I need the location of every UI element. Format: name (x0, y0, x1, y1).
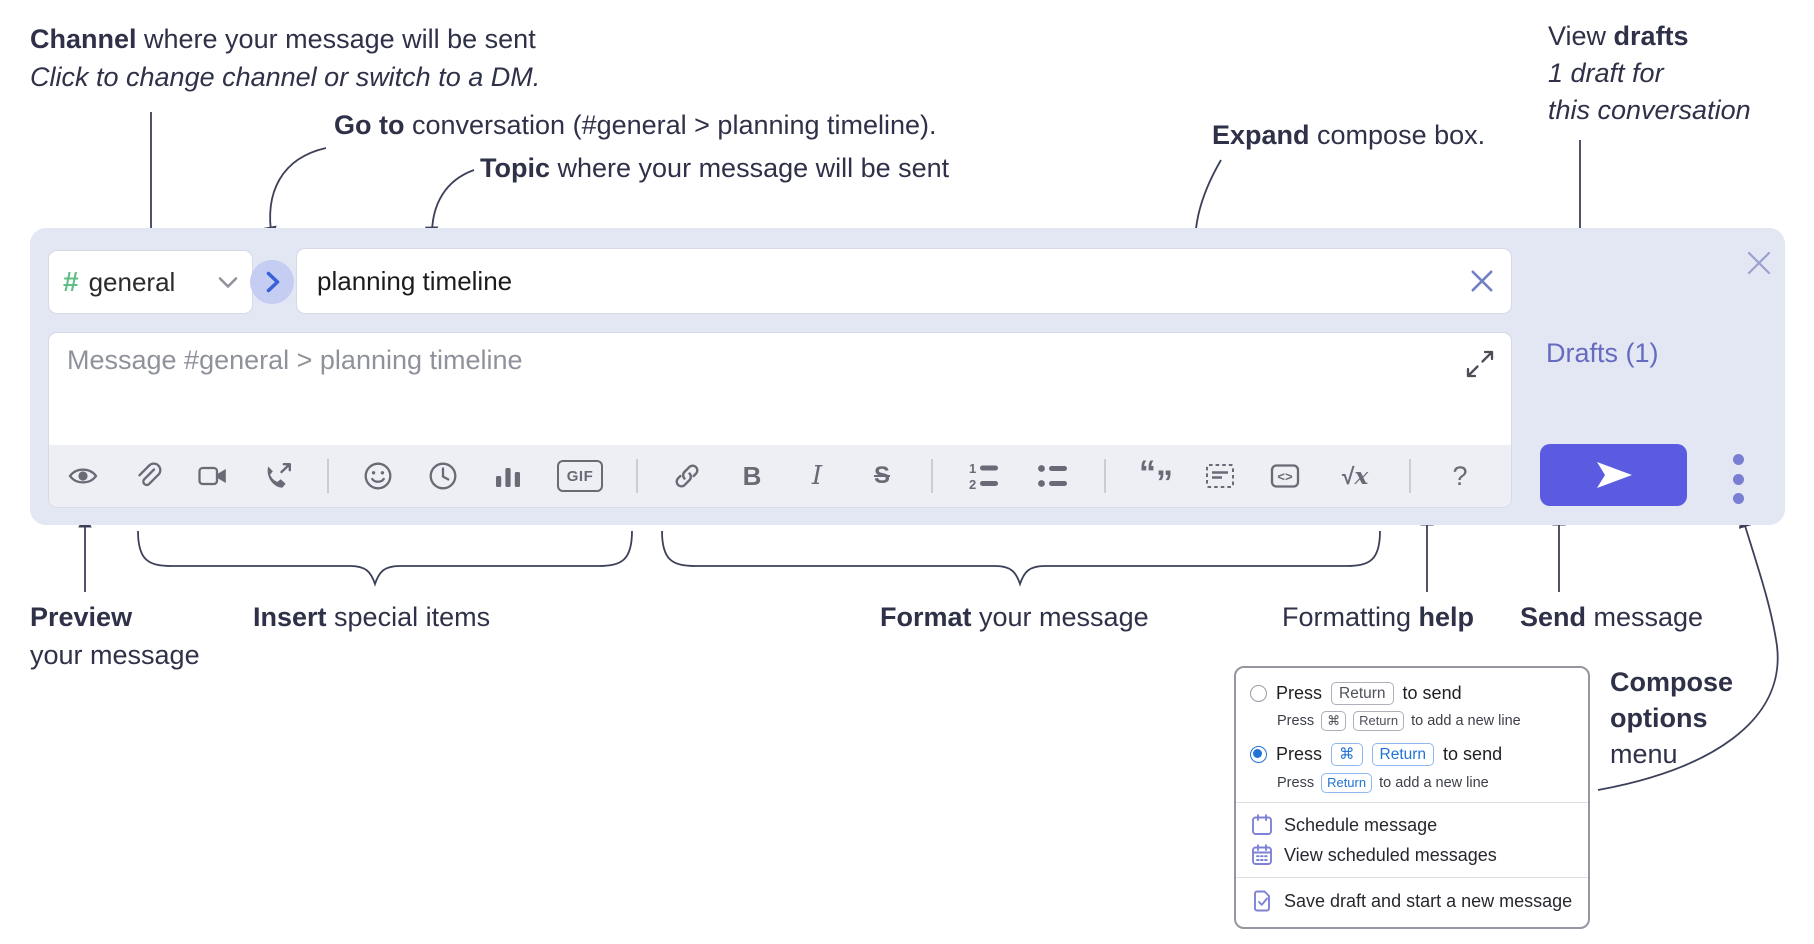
toolbar-divider (327, 459, 329, 493)
menu-item-save-draft[interactable]: Save draft and start a new message (1250, 885, 1576, 917)
strikethrough-icon[interactable]: S (866, 460, 898, 492)
channel-hash-icon: # (63, 266, 79, 297)
clear-topic-icon[interactable] (1469, 268, 1495, 294)
menu-divider (1236, 877, 1588, 878)
global-time-icon[interactable] (427, 460, 459, 492)
kbd-return: Return (1371, 742, 1435, 766)
annotation-preview: Preview your message (30, 602, 200, 670)
ellipsis-dot (1732, 454, 1744, 465)
brace-format (661, 530, 1381, 587)
calendar-grid-icon (1250, 843, 1274, 867)
menu-option-cmd-return-to-send[interactable]: Press ⌘ Return to send (1250, 738, 1576, 770)
math-icon[interactable]: √x (1334, 460, 1376, 492)
kbd-cmd: ⌘ (1331, 742, 1363, 766)
save-draft-icon (1250, 889, 1274, 913)
annotation-channel-rest: where your message will be sent (136, 24, 536, 54)
topic-input[interactable]: planning timeline (296, 248, 1512, 314)
menu-divider (1236, 802, 1588, 803)
message-formatting-help-icon[interactable]: ? (1444, 460, 1476, 492)
annotation-expand: Expand compose box. (1212, 120, 1486, 150)
chevron-right-icon (266, 271, 280, 293)
annotation-send: Send message (1520, 602, 1704, 632)
svg-text:<>: <> (1277, 469, 1293, 484)
video-call-icon[interactable] (197, 460, 229, 492)
svg-text:1: 1 (969, 461, 976, 476)
annotation-insert: Insert special items (253, 602, 491, 632)
kbd-return: Return (1353, 710, 1405, 731)
menu-option-cmd-return-subtext: Press Return to add a new line (1277, 772, 1489, 793)
topic-value: planning timeline (317, 265, 513, 296)
toolbar-divider (1104, 459, 1106, 493)
compose-options-menu: Press Return to send Press ⌘ Return to a… (1234, 666, 1590, 929)
quote-icon[interactable]: “ ” (1139, 454, 1173, 502)
compose-toolbar: GIF B I S (49, 445, 1511, 507)
gif-icon[interactable]: GIF (557, 460, 603, 492)
ellipsis-dot (1732, 473, 1744, 485)
compose-options-menu-button[interactable] (1722, 452, 1754, 506)
annotation-goto: Go to conversation (#general > planning … (334, 110, 937, 140)
toolbar-divider (636, 459, 638, 493)
kbd-return: Return (1321, 772, 1373, 793)
annotation-compose-options: Compose options menu (1610, 667, 1734, 769)
chevron-down-icon (218, 276, 238, 288)
code-icon[interactable]: <> (1269, 460, 1301, 492)
close-compose-icon[interactable] (1744, 248, 1774, 278)
bulleted-list-icon[interactable] (1035, 460, 1071, 492)
menu-option-return-to-send[interactable]: Press Return to send (1250, 678, 1576, 708)
bold-icon[interactable]: B (736, 460, 768, 492)
kbd-cmd: ⌘ (1321, 710, 1347, 731)
emoji-icon[interactable] (362, 460, 394, 492)
kbd-return: Return (1331, 681, 1394, 705)
calendar-icon (1250, 813, 1274, 837)
channel-name: general (88, 266, 176, 297)
ellipsis-dot (1732, 493, 1744, 504)
audio-call-icon[interactable] (262, 460, 294, 492)
radio-unselected-icon[interactable] (1250, 684, 1267, 702)
send-plane-icon (1596, 462, 1632, 488)
annotation-formatting-help: Formatting help (1282, 602, 1475, 632)
annotation-channel-line2: Click to change channel or switch to a D… (30, 62, 541, 92)
connector-goto (263, 147, 327, 240)
drafts-link[interactable]: Drafts (1) (1546, 338, 1659, 368)
link-icon[interactable] (671, 460, 703, 492)
channel-selector[interactable]: # general (48, 250, 253, 314)
preview-eye-icon[interactable] (67, 460, 99, 492)
toolbar-divider (931, 459, 933, 493)
menu-item-schedule-message[interactable]: Schedule message (1250, 810, 1576, 840)
compose-box-panel: # general planning timeline Message #gen… (30, 228, 1785, 525)
annotation-format: Format your message (880, 602, 1149, 632)
spoiler-icon[interactable] (1204, 460, 1236, 492)
italic-icon[interactable]: I (801, 460, 833, 492)
menu-option-return-subtext: Press ⌘ Return to add a new line (1277, 710, 1521, 731)
radio-selected-icon[interactable] (1250, 745, 1267, 763)
poll-icon[interactable] (492, 460, 524, 492)
annotation-channel: Channel where your message will be sent … (30, 20, 540, 96)
annotation-topic: Topic where your message will be sent (480, 153, 950, 183)
send-button[interactable] (1540, 444, 1687, 506)
annotation-view-drafts: View drafts 1 draft for this conversatio… (1548, 21, 1751, 125)
message-placeholder: Message #general > planning timeline (67, 345, 523, 375)
expand-compose-icon[interactable] (1465, 349, 1495, 379)
attach-file-icon[interactable] (132, 460, 164, 492)
numbered-list-icon[interactable]: 1 2 (966, 460, 1002, 492)
annotation-channel-bold: Channel (30, 24, 137, 54)
go-to-conversation-button[interactable] (250, 260, 294, 304)
menu-item-view-scheduled[interactable]: View scheduled messages (1250, 840, 1576, 870)
message-input[interactable]: Message #general > planning timeline (48, 332, 1512, 508)
svg-text:2: 2 (969, 477, 976, 492)
brace-insert (137, 530, 633, 587)
toolbar-divider (1409, 459, 1411, 493)
